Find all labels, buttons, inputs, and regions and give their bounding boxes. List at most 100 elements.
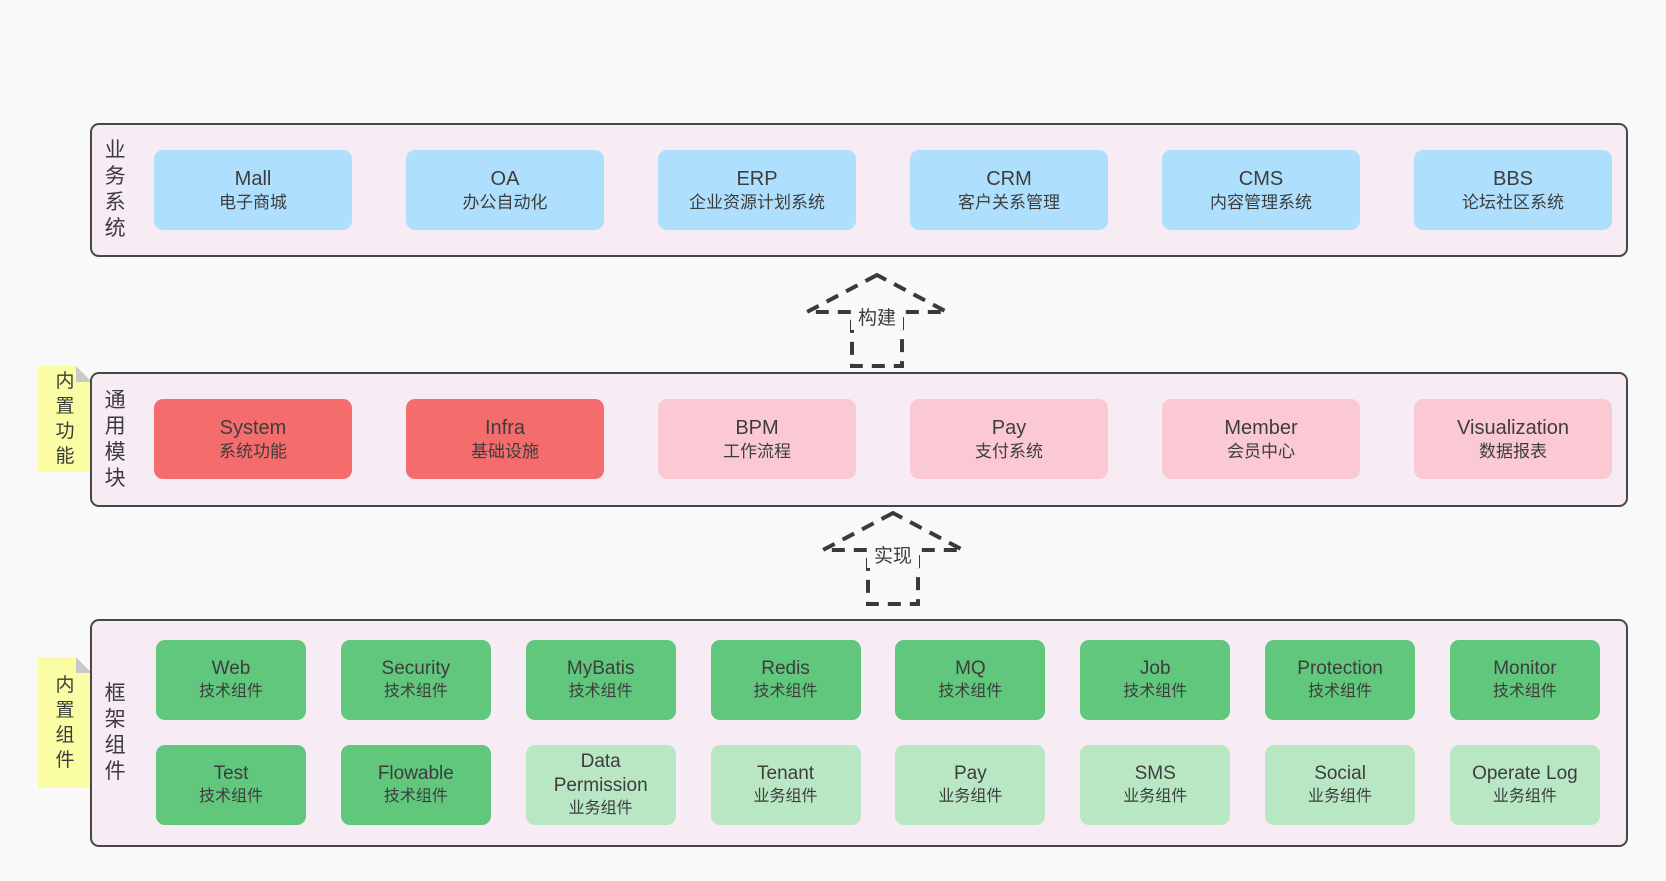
sticky-built-in-features: 内置功能 [38, 366, 92, 472]
implement-arrow-icon: 实现 [822, 510, 964, 606]
box-mq-name: MQ [955, 658, 986, 680]
section-business-systems: 业务系统 Mall 电子商城 OA 办公自动化 ERP 企业资源计划系统 CRM… [90, 123, 1628, 257]
box-erp-desc: 企业资源计划系统 [689, 192, 825, 212]
box-tenant-desc: 业务组件 [753, 788, 818, 806]
box-web-desc: 技术组件 [198, 683, 263, 701]
box-protection-name: Protection [1297, 658, 1383, 680]
box-visualization-name: Visualization [1457, 416, 1569, 439]
box-job-desc: 技术组件 [1123, 683, 1188, 701]
section-framework-components: 框架组件 Web 技术组件 Security 技术组件 MyBatis 技术组件… [90, 619, 1628, 847]
box-oa-name: OA [490, 167, 520, 190]
box-social: Social 业务组件 [1265, 745, 1416, 825]
box-sms-name: SMS [1134, 763, 1176, 785]
box-mybatis-name: MyBatis [566, 658, 635, 680]
box-flowable: Flowable 技术组件 [340, 745, 491, 825]
box-pay-module-name: Pay [991, 416, 1027, 439]
box-bbs: BBS 论坛社区系统 [1414, 150, 1612, 230]
box-security: Security 技术组件 [340, 640, 491, 720]
box-infra-desc: 基础设施 [471, 441, 539, 461]
build-arrow-icon: 构建 [806, 272, 948, 368]
box-data-permission: Data Permission 业务组件 [525, 745, 676, 825]
build-arrow-label: 构建 [858, 307, 896, 329]
box-security-name: Security [381, 658, 451, 680]
box-visualization-desc: 数据报表 [1479, 441, 1547, 461]
box-flowable-desc: 技术组件 [383, 788, 448, 806]
box-system: System 系统功能 [154, 399, 352, 479]
box-sms: SMS 业务组件 [1080, 745, 1231, 825]
box-pay-component-desc: 业务组件 [938, 788, 1003, 806]
box-monitor-desc: 技术组件 [1492, 683, 1557, 701]
box-monitor-name: Monitor [1493, 658, 1557, 680]
box-monitor: Monitor 技术组件 [1449, 640, 1600, 720]
box-oa-desc: 办公自动化 [462, 192, 548, 212]
box-data-permission-name: Data Permission [553, 751, 648, 797]
box-operate-log-desc: 业务组件 [1492, 788, 1557, 806]
box-cms-name: CMS [1238, 167, 1284, 190]
business-systems-row: Mall 电子商城 OA 办公自动化 ERP 企业资源计划系统 CRM 客户关系… [154, 150, 1612, 230]
box-job: Job 技术组件 [1080, 640, 1231, 720]
section-business-systems-label: 业务系统 [104, 139, 126, 240]
section-common-modules-label: 通用模块 [104, 388, 126, 490]
box-redis-desc: 技术组件 [753, 683, 818, 701]
box-visualization: Visualization 数据报表 [1414, 399, 1612, 479]
box-protection-desc: 技术组件 [1308, 683, 1373, 701]
box-mall-name: Mall [234, 167, 272, 190]
box-mybatis-desc: 技术组件 [568, 683, 633, 701]
box-operate-log-name: Operate Log [1472, 763, 1578, 785]
box-bpm-name: BPM [735, 416, 779, 439]
box-test-desc: 技术组件 [198, 788, 263, 806]
box-pay-component: Pay 业务组件 [895, 745, 1046, 825]
box-pay-module: Pay 支付系统 [910, 399, 1108, 479]
box-web-name: Web [211, 658, 251, 680]
box-bpm: BPM 工作流程 [658, 399, 856, 479]
box-infra: Infra 基础设施 [406, 399, 604, 479]
box-flowable-name: Flowable [377, 763, 454, 785]
box-bpm-desc: 工作流程 [723, 441, 791, 461]
sticky-built-in-features-label: 内置功能 [55, 371, 75, 467]
box-web: Web 技术组件 [156, 640, 306, 720]
box-redis: Redis 技术组件 [710, 640, 861, 720]
section-framework-components-label: 框架组件 [104, 682, 126, 783]
section-common-modules: 通用模块 System 系统功能 Infra 基础设施 BPM 工作流程 Pay… [90, 372, 1628, 507]
box-crm-name: CRM [986, 167, 1032, 190]
box-system-desc: 系统功能 [219, 441, 287, 461]
box-bbs-name: BBS [1492, 167, 1534, 190]
box-social-desc: 业务组件 [1308, 788, 1373, 806]
box-pay-module-desc: 支付系统 [975, 441, 1043, 461]
box-system-name: System [219, 416, 287, 439]
box-mq: MQ 技术组件 [895, 640, 1046, 720]
box-tenant-name: Tenant [757, 763, 815, 785]
box-mall: Mall 电子商城 [154, 150, 352, 230]
box-pay-component-name: Pay [954, 763, 987, 785]
box-crm-desc: 客户关系管理 [958, 192, 1060, 212]
box-oa: OA 办公自动化 [406, 150, 604, 230]
box-sms-desc: 业务组件 [1123, 788, 1188, 806]
implement-arrow-label: 实现 [874, 545, 912, 567]
box-data-permission-desc: 业务组件 [568, 799, 633, 817]
sticky-built-in-components: 内置组件 [38, 657, 92, 788]
box-security-desc: 技术组件 [383, 683, 448, 701]
framework-components-row-2: Test 技术组件 Flowable 技术组件 Data Permission … [156, 745, 1600, 825]
common-modules-row: System 系统功能 Infra 基础设施 BPM 工作流程 Pay 支付系统… [154, 399, 1612, 479]
box-tenant: Tenant 业务组件 [710, 745, 861, 825]
box-mq-desc: 技术组件 [938, 683, 1003, 701]
box-test: Test 技术组件 [156, 745, 306, 825]
box-bbs-desc: 论坛社区系统 [1462, 192, 1564, 212]
sticky-built-in-components-label: 内置组件 [55, 674, 75, 771]
box-redis-name: Redis [761, 658, 810, 680]
box-protection: Protection 技术组件 [1265, 640, 1416, 720]
box-job-name: Job [1139, 658, 1171, 680]
box-member: Member 会员中心 [1162, 399, 1360, 479]
box-cms: CMS 内容管理系统 [1162, 150, 1360, 230]
box-mybatis: MyBatis 技术组件 [525, 640, 676, 720]
box-cms-desc: 内容管理系统 [1210, 192, 1312, 212]
box-operate-log: Operate Log 业务组件 [1449, 745, 1600, 825]
box-member-name: Member [1224, 416, 1298, 439]
framework-components-row-1: Web 技术组件 Security 技术组件 MyBatis 技术组件 Redi… [156, 640, 1600, 720]
box-social-name: Social [1314, 763, 1366, 785]
box-infra-name: Infra [484, 416, 526, 439]
box-erp-name: ERP [736, 167, 778, 190]
box-member-desc: 会员中心 [1227, 441, 1295, 461]
box-test-name: Test [213, 763, 249, 785]
